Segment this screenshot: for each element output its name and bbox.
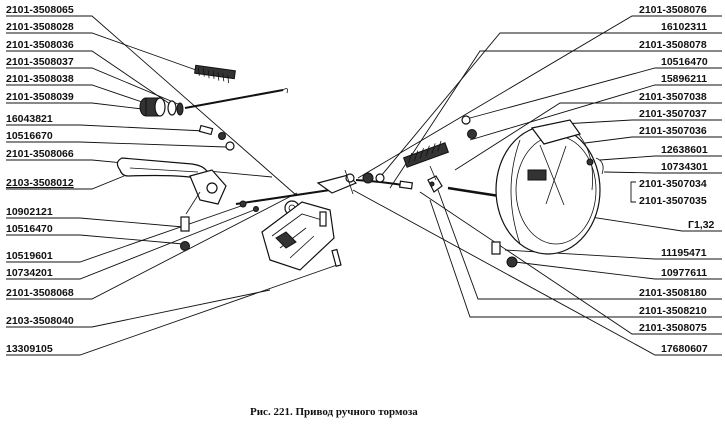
- left-label-9: 2101-3508066: [6, 148, 74, 160]
- right-label-19: 17680607: [661, 343, 708, 355]
- right-label-6: 2101-3507038: [639, 91, 707, 103]
- right-label-9: 12638601: [661, 144, 708, 156]
- right-label-5: 15896211: [661, 73, 707, 85]
- left-label-5: 2101-3508038: [6, 73, 74, 85]
- cable-clip: [427, 165, 443, 193]
- figure-caption: Рис. 221. Привод ручного тормоза: [250, 406, 418, 418]
- right-label-10: 10734301: [661, 161, 708, 173]
- right-label-18: 2101-3508075: [639, 322, 707, 334]
- right-label-3: 2101-3508078: [639, 39, 707, 51]
- right-label-11: 2101-3507034: [639, 178, 707, 190]
- left-label-3: 2101-3508036: [6, 39, 74, 51]
- right-label-16: 2101-3508180: [639, 287, 707, 299]
- left-label-14: 10734201: [6, 267, 53, 279]
- left-label-16: 2103-3508040: [6, 315, 74, 327]
- equalizer: [316, 169, 358, 195]
- lever-bushings: [139, 97, 184, 117]
- left-label-2: 2101-3508028: [6, 21, 74, 33]
- hand-brake-lever: [116, 157, 227, 251]
- right-label-13: Г1,32: [688, 219, 715, 231]
- right-label-1: 2101-3508076: [639, 4, 707, 16]
- right-labels: 2101-3508076 16102311 2101-3508078 10516…: [639, 4, 715, 355]
- left-label-6: 2101-3508039: [6, 91, 74, 103]
- left-label-17: 13309105: [6, 343, 53, 355]
- return-spring: [402, 140, 450, 168]
- left-label-11: 10902121: [6, 206, 53, 218]
- small-bolt: [198, 124, 235, 151]
- left-label-4: 2101-3508037: [6, 56, 74, 68]
- left-label-13: 10519601: [6, 250, 53, 262]
- left-labels: 2101-3508065 2101-3508028 2101-3508036 2…: [6, 4, 74, 355]
- parts: [116, 64, 604, 271]
- right-label-12: 2101-3507035: [639, 195, 707, 207]
- right-label-7: 2101-3507037: [639, 108, 707, 120]
- lever-spring: [194, 64, 236, 84]
- cover-bolt: [331, 248, 342, 267]
- right-label-2: 16102311: [661, 21, 707, 33]
- tunnel-cover: [261, 201, 335, 271]
- right-label-14: 11195471: [661, 247, 707, 259]
- right-label-4: 10516470: [661, 56, 708, 68]
- left-label-7: 16043821: [6, 113, 53, 125]
- left-label-8: 10516670: [6, 130, 53, 142]
- left-label-10: 2103-3508012: [6, 177, 74, 189]
- left-label-15: 2101-3508068: [6, 287, 74, 299]
- brake-drum: [495, 119, 604, 255]
- right-label-8: 2101-3507036: [639, 125, 707, 137]
- right-label-17: 2101-3508210: [639, 305, 707, 317]
- label-bracket: [630, 181, 636, 203]
- right-label-15: 10977611: [661, 267, 707, 279]
- left-label-1: 2101-3508065: [6, 4, 74, 16]
- left-label-12: 10516470: [6, 223, 53, 235]
